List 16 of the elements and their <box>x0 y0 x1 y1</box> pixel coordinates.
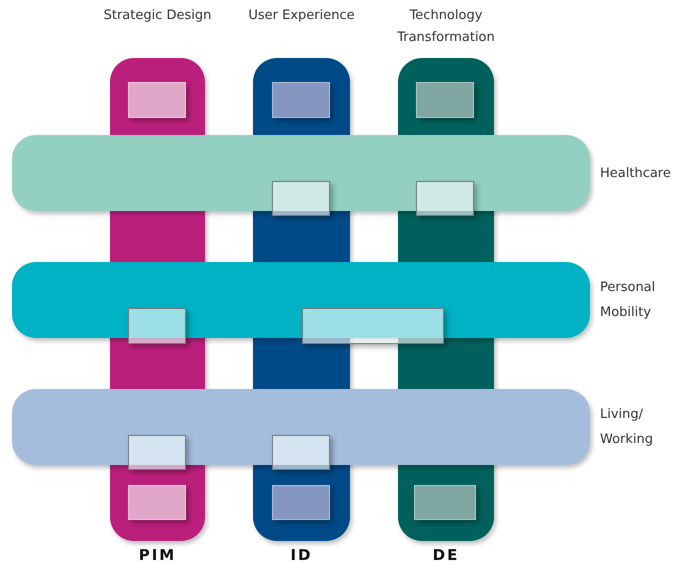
tile <box>128 485 186 520</box>
tile <box>414 485 476 520</box>
tile <box>416 82 474 118</box>
column-label: DE <box>432 546 460 564</box>
column-heading: User Experience <box>247 7 356 25</box>
tile <box>302 308 444 344</box>
tile <box>128 82 186 118</box>
row-label: Healthcare <box>600 164 672 182</box>
column-label: ID <box>289 546 314 564</box>
column-label: PIM <box>138 546 178 564</box>
tile <box>272 485 330 520</box>
row-label: Living/ Working <box>600 406 654 449</box>
tile <box>272 82 330 118</box>
column-heading: Strategic Design <box>102 7 212 25</box>
row-label: Personal Mobility <box>600 279 656 322</box>
column-heading: Technology Transformation <box>396 7 496 47</box>
